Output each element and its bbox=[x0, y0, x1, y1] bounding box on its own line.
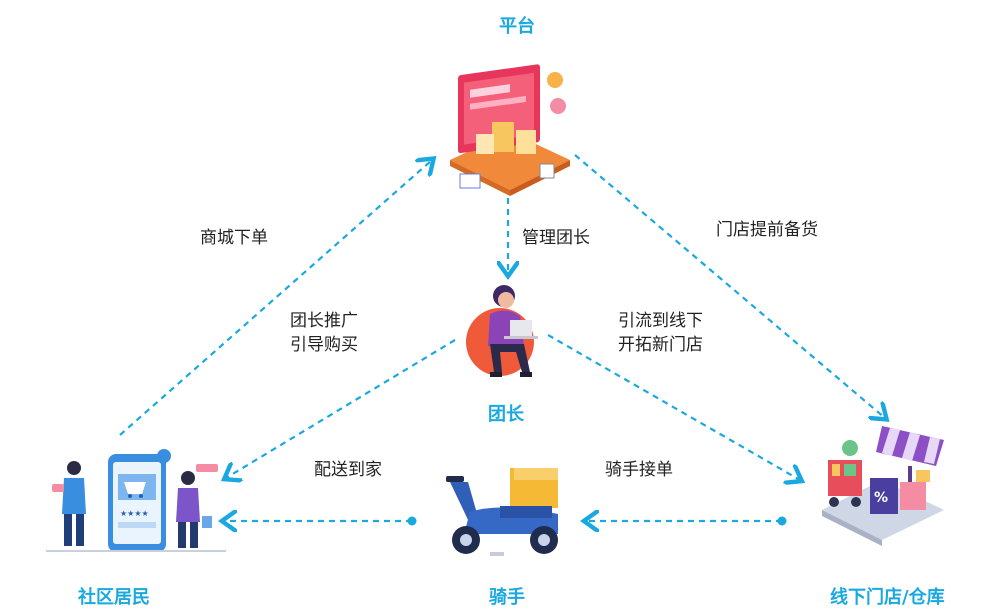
residents-label: 社区居民 bbox=[78, 587, 150, 608]
laptop-woman-illustration bbox=[466, 285, 538, 377]
leader-label: 团长 bbox=[488, 404, 524, 425]
edge-leader-store bbox=[547, 334, 800, 480]
edge-label-promote-line2: 引导购买 bbox=[290, 335, 358, 355]
edge-label-traffic-line2: 开拓新门店 bbox=[618, 335, 703, 355]
edge-leader-residents bbox=[226, 339, 456, 478]
edge-label-mall-order: 商城下单 bbox=[200, 228, 268, 248]
platform-label: 平台 bbox=[499, 16, 535, 37]
edge-dot-store bbox=[777, 516, 787, 526]
storefront-illustration: % bbox=[822, 426, 944, 546]
edge-label-traffic-line1: 引流到线下 bbox=[618, 311, 703, 331]
edge-platform-store bbox=[574, 154, 885, 418]
edge-label-store-prepare: 门店提前备货 bbox=[716, 220, 818, 240]
store-label: 线下门店/仓库 bbox=[830, 587, 945, 608]
ecommerce-illustration bbox=[450, 64, 570, 196]
edge-label-traffic: 引流到线下 开拓新门店 bbox=[618, 309, 703, 357]
phone-shopping-illustration: ★★★★ bbox=[46, 449, 226, 552]
edge-dot-rider bbox=[407, 516, 417, 526]
edge-label-rider-accept: 骑手接单 bbox=[605, 460, 673, 480]
edge-residents-platform bbox=[119, 160, 432, 436]
edge-label-deliver-home: 配送到家 bbox=[314, 460, 382, 480]
svg-text:%: % bbox=[874, 490, 888, 506]
edge-label-promote: 团长推广 引导购买 bbox=[290, 309, 358, 357]
edge-label-manage-leader: 管理团长 bbox=[522, 228, 590, 248]
scooter-illustration bbox=[446, 468, 558, 556]
svg-text:★★★★: ★★★★ bbox=[120, 509, 149, 518]
edge-label-promote-line1: 团长推广 bbox=[290, 311, 358, 331]
rider-label: 骑手 bbox=[489, 587, 525, 608]
